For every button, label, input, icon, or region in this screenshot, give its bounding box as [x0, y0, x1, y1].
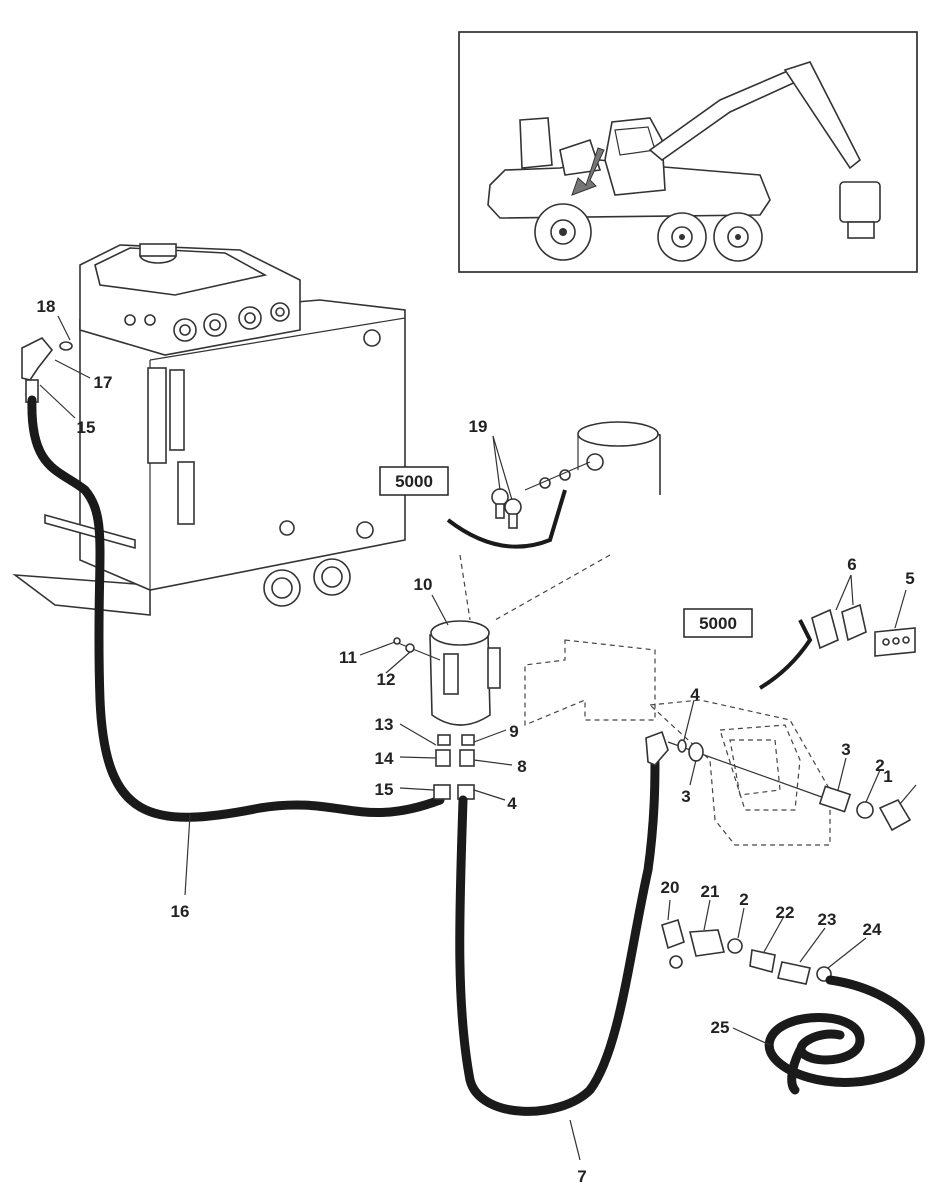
callout-3: 3	[681, 787, 690, 806]
callout-10: 10	[414, 575, 433, 594]
callout-4: 4	[690, 685, 700, 704]
callout-12: 12	[377, 670, 396, 689]
callout-3: 3	[841, 740, 850, 759]
callout-9: 9	[509, 722, 518, 741]
reference-box-label: 5000	[699, 614, 737, 633]
reference-box-5000-right: 5000	[683, 608, 753, 638]
callout-17: 17	[94, 373, 113, 392]
hose-16	[27, 395, 445, 822]
switch-assembly	[758, 603, 916, 690]
machine-overview-inset	[458, 31, 918, 273]
callout-4: 4	[507, 794, 517, 813]
callout-11: 11	[339, 648, 357, 667]
callout-16: 16	[171, 902, 190, 921]
elbow-fitting	[21, 337, 73, 403]
bottom-fittings-group	[661, 918, 832, 985]
callout-13: 13	[375, 715, 394, 734]
callout-18: 18	[37, 297, 56, 316]
callout-15: 15	[77, 418, 96, 437]
callout-1: 1	[883, 767, 892, 786]
electrical-component-top	[446, 421, 661, 549]
callout-23: 23	[818, 910, 837, 929]
hose-coil-25	[764, 975, 925, 1095]
callout-7: 7	[577, 1167, 586, 1186]
hydraulic-tank	[12, 243, 406, 616]
callout-2: 2	[875, 756, 884, 775]
callout-19: 19	[469, 417, 488, 436]
valve-fittings-group	[648, 699, 912, 846]
callout-2: 2	[739, 890, 748, 909]
callout-20: 20	[661, 878, 680, 897]
callout-24: 24	[863, 920, 882, 939]
callout-6: 6	[847, 555, 856, 574]
filter-assembly	[393, 620, 501, 800]
callout-22: 22	[776, 903, 795, 922]
reference-box-5000-top: 5000	[379, 466, 449, 496]
filter-bracket-outline	[459, 554, 656, 726]
callout-14: 14	[375, 749, 394, 768]
callout-labels: 1 2 2 3 3 4 4 5 6 7 8 9 10 11 12 13 14 1…	[37, 297, 915, 1186]
reference-box-label: 5000	[395, 472, 433, 491]
callout-25: 25	[711, 1018, 730, 1037]
leader-lines	[39, 315, 917, 1161]
callout-8: 8	[517, 757, 526, 776]
hose-7	[455, 755, 660, 1116]
callout-5: 5	[905, 569, 914, 588]
callout-15: 15	[375, 780, 394, 799]
callout-21: 21	[701, 882, 720, 901]
